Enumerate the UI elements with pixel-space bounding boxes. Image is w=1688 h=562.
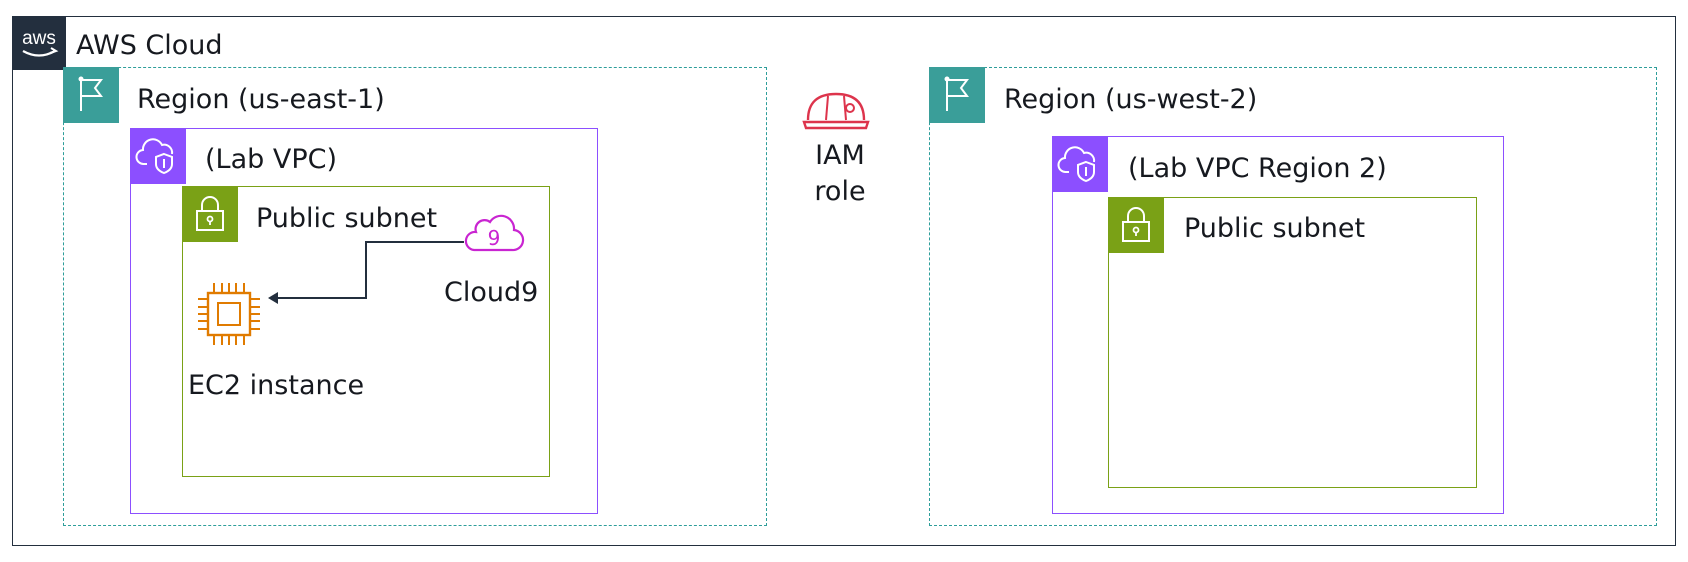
lab-vpc-region-2-group bbox=[1052, 136, 1504, 514]
ec2-instance-label: EC2 instance bbox=[188, 370, 365, 401]
cloud9-badge-text: 9 bbox=[488, 226, 501, 250]
lab-vpc-region-2-label: (Lab VPC Region 2) bbox=[1128, 153, 1387, 184]
public-subnet-east-group bbox=[182, 186, 550, 477]
region-us-west-2-group bbox=[929, 67, 1657, 526]
vpc-cloud-shield-icon bbox=[1052, 136, 1108, 192]
iam-role-label-line2: role bbox=[814, 176, 866, 207]
aws-logo-icon: aws bbox=[12, 16, 66, 70]
aws-logo-text: aws bbox=[22, 28, 56, 49]
ec2-instance-icon bbox=[194, 279, 264, 349]
public-subnet-east-label: Public subnet bbox=[256, 203, 438, 234]
region-us-east-1-label: Region (us-east-1) bbox=[137, 84, 385, 115]
lab-vpc-group bbox=[130, 128, 598, 514]
aws-cloud-label: AWS Cloud bbox=[76, 30, 223, 61]
cloud9-icon: 9 bbox=[460, 210, 528, 258]
region-flag-icon bbox=[63, 67, 119, 123]
subnet-lock-icon bbox=[182, 186, 238, 242]
region-us-west-2-label: Region (us-west-2) bbox=[1004, 84, 1258, 115]
cloud9-to-ec2-arrow bbox=[260, 236, 470, 308]
iam-role-label-line1: IAM bbox=[815, 140, 865, 171]
cloud9-label: Cloud9 bbox=[444, 277, 539, 308]
aws-cloud-group bbox=[12, 16, 1676, 546]
lab-vpc-label: (Lab VPC) bbox=[205, 144, 337, 175]
subnet-lock-icon bbox=[1108, 197, 1164, 253]
iam-role-hardhat-icon bbox=[800, 82, 872, 134]
public-subnet-west-group bbox=[1108, 197, 1477, 488]
vpc-cloud-shield-icon bbox=[130, 128, 186, 184]
public-subnet-west-label: Public subnet bbox=[1184, 213, 1366, 244]
region-us-east-1-group bbox=[63, 67, 767, 526]
region-flag-icon bbox=[929, 67, 985, 123]
